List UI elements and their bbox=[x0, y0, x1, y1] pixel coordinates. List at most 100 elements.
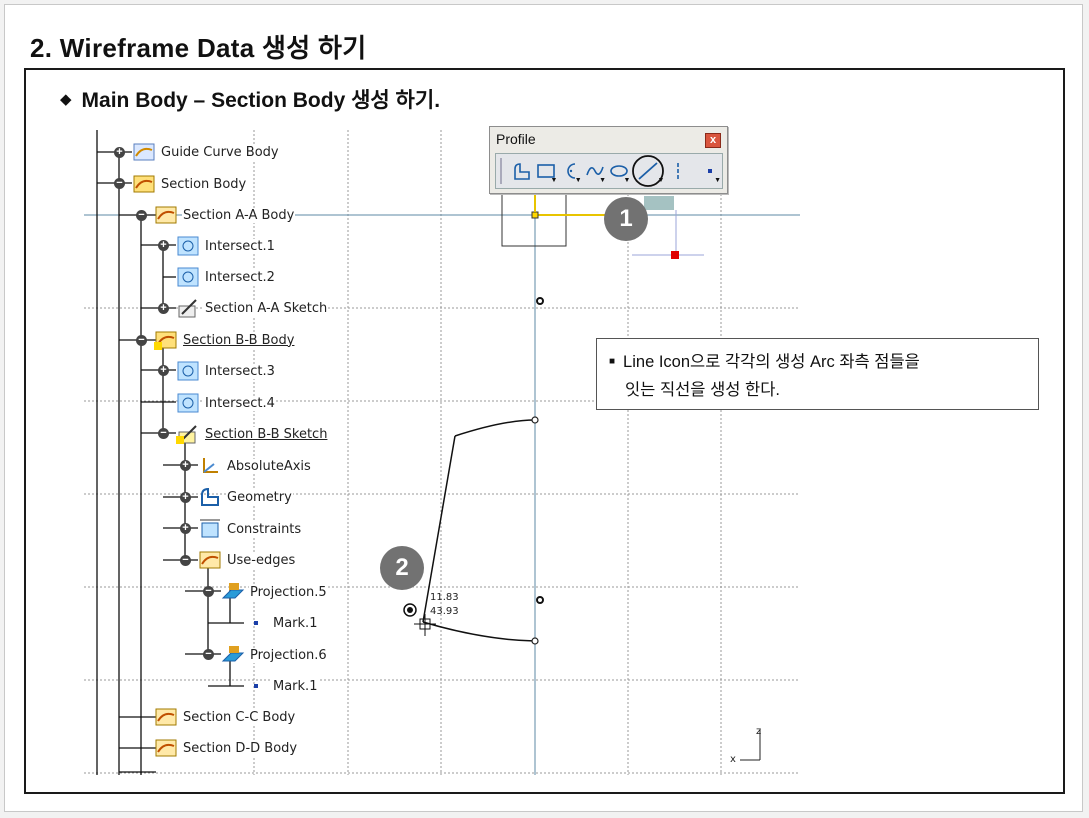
body-icon bbox=[154, 736, 178, 760]
note-line-2: 잇는 직선을 생성 한다. bbox=[625, 381, 780, 399]
body-icon bbox=[154, 705, 178, 729]
instruction-note: ■ Line Icon으로 각각의 생성 Arc 좌측 점들을 잇는 직선을 생성… bbox=[596, 338, 1039, 410]
profile-toolbar[interactable]: Profile x ▼ ▼ ▼ ▼ ▼ ▼ bbox=[489, 126, 728, 194]
subtitle-text: Main Body – Section Body 생성 하기. bbox=[81, 89, 441, 112]
tree-item-label: AbsoluteAxis bbox=[226, 458, 312, 474]
tree-item-label: Mark.1 bbox=[272, 678, 319, 694]
tree-item-projection-5[interactable]: Projection.5 bbox=[221, 580, 328, 604]
tree-item-geometry[interactable]: Geometry bbox=[198, 485, 293, 509]
tree-item-label: Intersect.4 bbox=[204, 395, 276, 411]
expand-icon[interactable]: + bbox=[180, 523, 191, 534]
projection-icon bbox=[221, 643, 245, 667]
tree-item-section-aa-body[interactable]: Section A-A Body bbox=[154, 203, 296, 227]
spline-icon[interactable]: ▼ bbox=[583, 156, 607, 186]
rectangle-icon[interactable]: ▼ bbox=[534, 156, 558, 186]
axis-x-label: x bbox=[730, 754, 736, 765]
section-subtitle: ◆ Main Body – Section Body 생성 하기. bbox=[60, 84, 440, 114]
diamond-bullet-icon: ◆ bbox=[60, 91, 72, 108]
tree-item-section-aa-sketch[interactable]: Section A-A Sketch bbox=[176, 296, 329, 320]
tree-item-label: Projection.5 bbox=[249, 584, 328, 600]
expand-icon[interactable]: + bbox=[158, 365, 169, 376]
tree-item-mark-1-a[interactable]: Mark.1 bbox=[244, 611, 319, 635]
geometry-icon bbox=[198, 485, 222, 509]
note-line-1: Line Icon으로 각각의 생성 Arc 좌측 점들을 bbox=[623, 353, 920, 371]
tree-item-label: Projection.6 bbox=[249, 647, 328, 663]
tree-item-label: Use-edges bbox=[226, 552, 297, 568]
tree-item-label: Section A-A Body bbox=[182, 207, 296, 223]
tree-item-label: Geometry bbox=[226, 489, 293, 505]
axis-z-label: z bbox=[756, 726, 762, 737]
tree-item-section-dd-body[interactable]: Section D-D Body bbox=[154, 736, 299, 760]
tree-item-absolute-axis[interactable]: AbsoluteAxis bbox=[198, 454, 312, 478]
expand-icon[interactable]: + bbox=[180, 492, 191, 503]
tree-item-label: Section C-C Body bbox=[182, 709, 297, 725]
expand-icon[interactable]: + bbox=[158, 240, 169, 251]
toolbar-title: Profile bbox=[496, 131, 536, 147]
tree-item-mark-1-b[interactable]: Mark.1 bbox=[244, 674, 319, 698]
profile-icon[interactable] bbox=[510, 156, 534, 186]
ellipse-icon[interactable]: ▼ bbox=[607, 156, 631, 186]
tree-item-label: Section B-B Body bbox=[182, 332, 296, 348]
tree-item-section-cc-body[interactable]: Section C-C Body bbox=[154, 705, 297, 729]
tree-item-intersect-2[interactable]: Intersect.2 bbox=[176, 265, 276, 289]
circle-icon[interactable]: ▼ bbox=[558, 156, 582, 186]
collapse-icon[interactable]: − bbox=[158, 428, 169, 439]
tree-item-label: Guide Curve Body bbox=[160, 144, 280, 160]
body-active-icon bbox=[132, 172, 156, 196]
expand-icon[interactable]: + bbox=[114, 147, 125, 158]
tree-item-label: Section B-B Sketch bbox=[204, 426, 329, 442]
axis-line-icon[interactable] bbox=[665, 156, 689, 186]
step-badge-1: 1 bbox=[604, 197, 648, 241]
intersect-icon bbox=[176, 234, 200, 258]
mark-icon bbox=[244, 611, 268, 635]
collapse-icon[interactable]: − bbox=[203, 649, 214, 660]
tree-item-use-edges[interactable]: Use-edges bbox=[198, 548, 297, 572]
step-badge-2: 2 bbox=[380, 546, 424, 590]
intersect-icon bbox=[176, 391, 200, 415]
toolbar-grip[interactable] bbox=[500, 158, 506, 184]
tree-item-label: Constraints bbox=[226, 521, 303, 537]
collapse-icon[interactable]: − bbox=[180, 555, 191, 566]
tree-item-intersect-1[interactable]: Intersect.1 bbox=[176, 234, 276, 258]
axis-icon bbox=[198, 454, 222, 478]
collapse-icon[interactable]: − bbox=[203, 586, 214, 597]
expand-icon[interactable]: + bbox=[180, 460, 191, 471]
tree-item-label: Section Body bbox=[160, 176, 248, 192]
tree-item-guide-curve-body[interactable]: Guide Curve Body bbox=[132, 140, 280, 164]
square-bullet-icon: ■ bbox=[609, 356, 616, 367]
dimension-h: 11.83 bbox=[430, 592, 459, 603]
close-icon[interactable]: x bbox=[705, 133, 721, 148]
slide-title: 2. Wireframe Data 생성 하기 bbox=[30, 33, 367, 63]
constraints-icon bbox=[198, 517, 222, 541]
mark-icon bbox=[244, 674, 268, 698]
tree-item-label: Intersect.3 bbox=[204, 363, 276, 379]
tree-item-section-bb-sketch[interactable]: Section B-B Sketch bbox=[176, 422, 329, 446]
sketch-icon bbox=[176, 296, 200, 320]
body-icon bbox=[132, 140, 156, 164]
sketch-viewport bbox=[84, 130, 800, 775]
tree-item-label: Mark.1 bbox=[272, 615, 319, 631]
collapse-icon[interactable]: − bbox=[136, 335, 147, 346]
collapse-icon[interactable]: − bbox=[114, 178, 125, 189]
tree-item-label: Section A-A Sketch bbox=[204, 300, 329, 316]
tree-item-intersect-3[interactable]: Intersect.3 bbox=[176, 359, 276, 383]
tree-item-label: Section D-D Body bbox=[182, 740, 299, 756]
use-edges-icon bbox=[198, 548, 222, 572]
tree-item-section-bb-body[interactable]: Section B-B Body bbox=[154, 328, 296, 352]
dimension-v: 43.93 bbox=[430, 606, 459, 617]
toolbar-buttons: ▼ ▼ ▼ ▼ ▼ ▼ bbox=[495, 153, 723, 189]
tree-item-constraints[interactable]: Constraints bbox=[198, 517, 303, 541]
tree-item-projection-6[interactable]: Projection.6 bbox=[221, 643, 328, 667]
intersect-icon bbox=[176, 265, 200, 289]
tree-item-intersect-4[interactable]: Intersect.4 bbox=[176, 391, 276, 415]
catia-screenshot: Guide Curve Body Section Body Section A-… bbox=[84, 130, 800, 775]
expand-icon[interactable]: + bbox=[158, 303, 169, 314]
body-icon bbox=[154, 203, 178, 227]
tree-item-label: Intersect.1 bbox=[204, 238, 276, 254]
intersect-icon bbox=[176, 359, 200, 383]
tree-item-section-body[interactable]: Section Body bbox=[132, 172, 248, 196]
body-active-icon bbox=[154, 328, 178, 352]
point-icon[interactable]: ▼ bbox=[698, 156, 722, 186]
collapse-icon[interactable]: − bbox=[136, 210, 147, 221]
line-icon[interactable]: ▼ bbox=[631, 155, 665, 187]
